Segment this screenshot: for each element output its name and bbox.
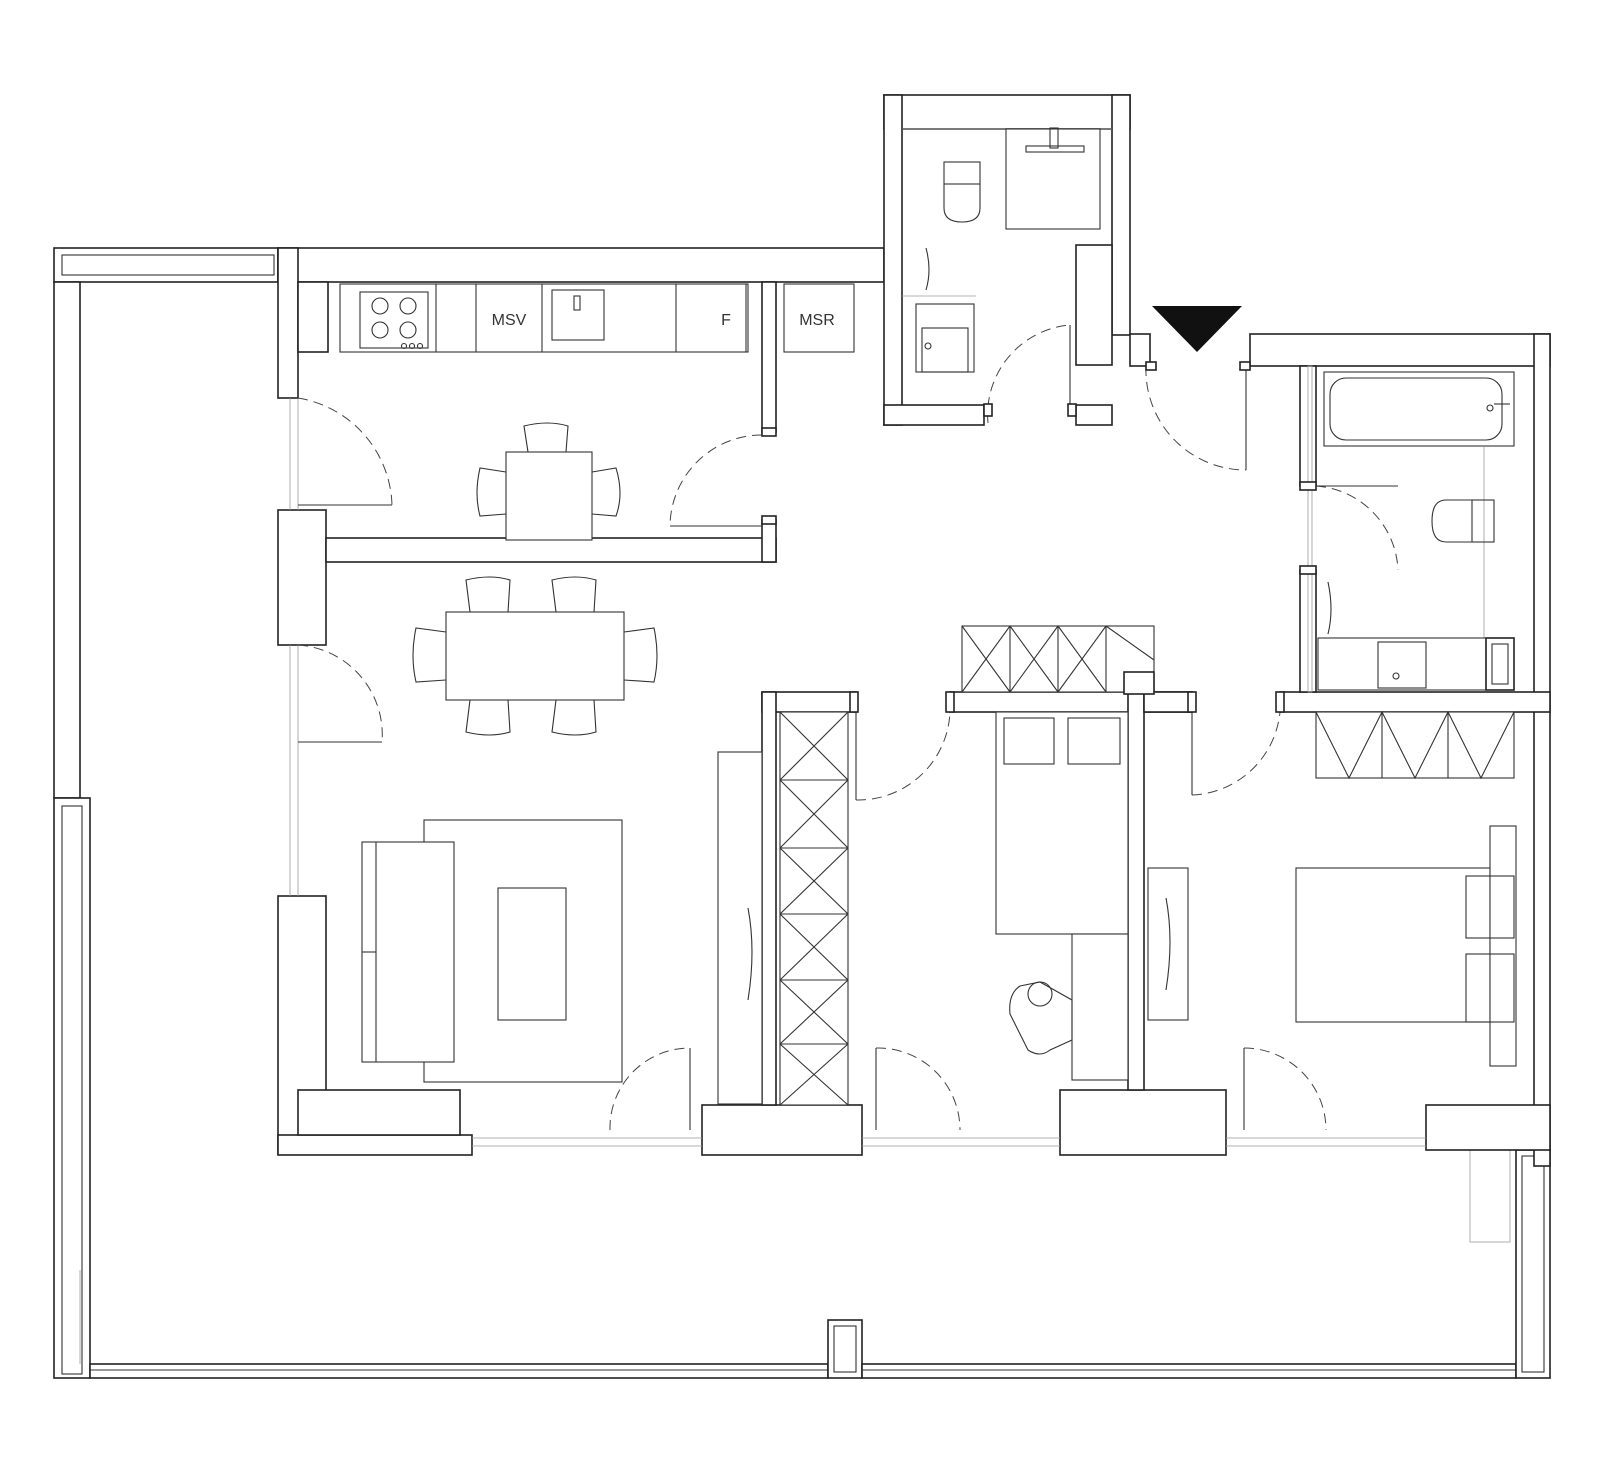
terrace-rail <box>53 247 1551 1379</box>
triangle-down-icon <box>1152 306 1242 352</box>
bathtub-icon <box>1323 371 1515 447</box>
toilet-icon <box>1431 499 1495 543</box>
fridge-label: F <box>721 312 731 329</box>
tv-unit <box>717 751 763 1105</box>
dining-table <box>412 576 658 736</box>
washing-machine-label: MSR <box>799 312 835 329</box>
bathroom-2-fixtures <box>1317 371 1515 691</box>
shower-tray-icon <box>915 303 975 373</box>
exterior-walls <box>277 94 1551 1167</box>
wardrobe-living <box>779 711 849 1106</box>
living-furniture <box>361 819 623 1083</box>
dishwasher-label: MSV <box>492 312 527 329</box>
door-frames <box>761 361 1317 713</box>
bathroom-1-fixtures <box>902 127 1112 373</box>
kitchen-table <box>476 422 621 541</box>
toilet-icon <box>943 161 981 223</box>
sink-icon <box>1317 637 1487 691</box>
cooktop-icon <box>359 291 429 350</box>
kitchen-sink-icon <box>551 289 605 341</box>
kitchen-counter: MSV F MSR <box>339 283 855 353</box>
hall-wardrobe <box>961 625 1155 695</box>
bedroom-1-furniture <box>995 711 1189 1081</box>
bedroom-2-furniture <box>1295 710 1517 1067</box>
